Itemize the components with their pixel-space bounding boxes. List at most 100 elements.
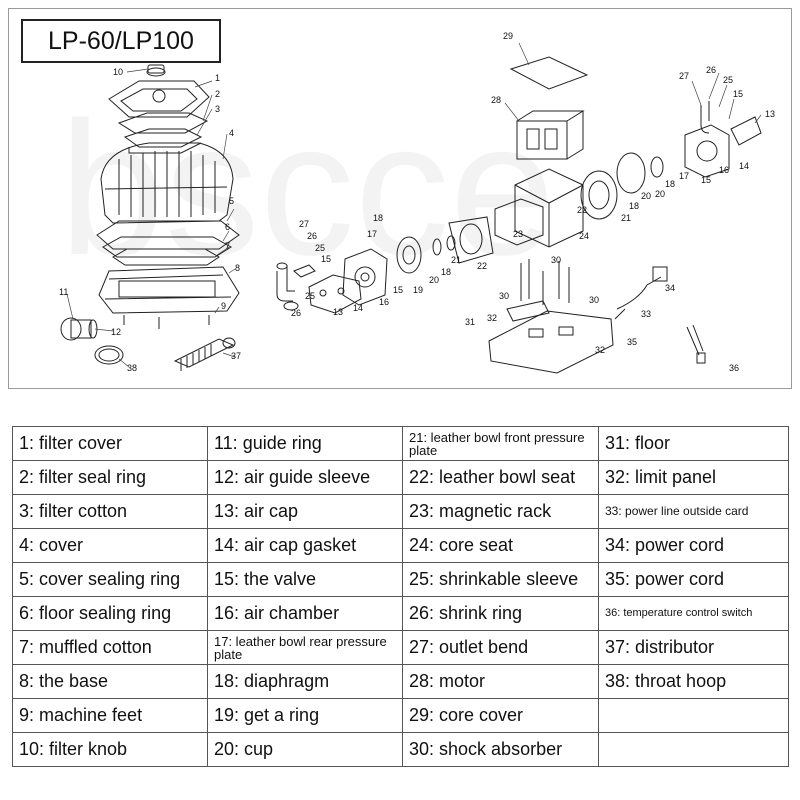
callout-20: 20 bbox=[429, 275, 439, 285]
part-cell: 35: power cord bbox=[598, 562, 789, 597]
part-cell: 25: shrinkable sleeve bbox=[402, 562, 599, 597]
part-cell: 3: filter cotton bbox=[12, 494, 208, 529]
shock-absorber-drawing bbox=[520, 259, 570, 305]
part-cell: 33: power line outside card bbox=[598, 494, 789, 529]
part-cell: 4: cover bbox=[12, 528, 208, 563]
part-cell: 23: magnetic rack bbox=[402, 494, 599, 529]
part-cell: 14: air cap gasket bbox=[207, 528, 403, 563]
cover-drawing bbox=[100, 142, 234, 224]
core-cover-drawing bbox=[509, 56, 589, 90]
callout-15: 15 bbox=[701, 175, 711, 185]
callout-15: 15 bbox=[393, 285, 403, 295]
cover-sealing-ring-drawing bbox=[96, 220, 240, 250]
distributor-drawing bbox=[173, 337, 236, 371]
magnetic-rack-drawing bbox=[494, 198, 544, 246]
throat-hoop-drawing bbox=[94, 345, 124, 365]
callout-20: 20 bbox=[641, 191, 651, 201]
callout-25: 25 bbox=[305, 291, 315, 301]
part-cell: 29: core cover bbox=[402, 698, 599, 733]
part-cell: 19: get a ring bbox=[207, 698, 403, 733]
callout-26: 26 bbox=[291, 308, 301, 318]
callout-26: 26 bbox=[307, 231, 317, 241]
callout-28: 28 bbox=[491, 95, 501, 105]
table-row: 8: the base 18: diaphragm 28: motor 38: … bbox=[12, 664, 789, 699]
callout-33: 33 bbox=[641, 309, 651, 319]
callout-27: 27 bbox=[299, 219, 309, 229]
callout-17: 17 bbox=[367, 229, 377, 239]
callout-30: 30 bbox=[499, 291, 509, 301]
callout-32: 32 bbox=[487, 313, 497, 323]
callout-13: 13 bbox=[333, 307, 343, 317]
part-cell: 16: air chamber bbox=[207, 596, 403, 631]
callout-8: 8 bbox=[235, 263, 240, 273]
callout-15: 15 bbox=[321, 254, 331, 264]
callout-6: 6 bbox=[225, 222, 230, 232]
callout-18: 18 bbox=[441, 267, 451, 277]
callout-1: 1 bbox=[215, 73, 220, 83]
table-row: 9: machine feet 19: get a ring 29: core … bbox=[12, 698, 789, 733]
table-row: 6: floor sealing ring 16: air chamber 26… bbox=[12, 596, 789, 631]
part-cell: 9: machine feet bbox=[12, 698, 208, 733]
part-cell: 30: shock absorber bbox=[402, 732, 599, 767]
callout-19: 19 bbox=[413, 285, 423, 295]
callout-31: 31 bbox=[465, 317, 475, 327]
callout-21: 21 bbox=[451, 255, 461, 265]
part-cell: 7: muffled cotton bbox=[12, 630, 208, 665]
part-cell: 13: air cap bbox=[207, 494, 403, 529]
shrink-ring-drawing bbox=[283, 301, 299, 311]
table-row: 3: filter cotton 13: air cap 23: magneti… bbox=[12, 494, 789, 529]
callout-18: 18 bbox=[629, 201, 639, 211]
parts-list-table: 1: filter cover 11: guide ring 21: leath… bbox=[12, 426, 789, 767]
callout-30: 30 bbox=[589, 295, 599, 305]
floor-plate-drawing bbox=[488, 300, 614, 374]
right-chamber-drawing bbox=[580, 101, 762, 220]
table-row: 1: filter cover 11: guide ring 21: leath… bbox=[12, 426, 789, 461]
callout-29: 29 bbox=[503, 31, 513, 41]
callout-2: 2 bbox=[215, 89, 220, 99]
callout-20: 20 bbox=[655, 189, 665, 199]
machine-feet-drawing bbox=[123, 315, 210, 329]
callout-4: 4 bbox=[229, 128, 234, 138]
muffled-cotton-drawing bbox=[112, 248, 220, 266]
table-row: 7: muffled cotton 17: leather bowl rear … bbox=[12, 630, 789, 665]
part-cell: 38: throat hoop bbox=[598, 664, 789, 699]
part-cell: 8: the base bbox=[12, 664, 208, 699]
callout-13: 13 bbox=[765, 109, 775, 119]
callout-26: 26 bbox=[706, 65, 716, 75]
exploded-diagram: LP-60/LP100 bscce bbox=[8, 8, 792, 389]
filter-knob-drawing bbox=[146, 64, 166, 77]
part-cell: 21: leather bowl front pressure plate bbox=[402, 426, 599, 461]
part-cell: 12: air guide sleeve bbox=[207, 460, 403, 495]
callout-25: 25 bbox=[315, 243, 325, 253]
callout-18: 18 bbox=[665, 179, 675, 189]
callout-3: 3 bbox=[215, 104, 220, 114]
callout-37: 37 bbox=[231, 351, 241, 361]
callout-14: 14 bbox=[353, 303, 363, 313]
callout-5: 5 bbox=[229, 196, 234, 206]
callout-24: 24 bbox=[579, 231, 589, 241]
callout-30: 30 bbox=[551, 255, 561, 265]
callout-18: 18 bbox=[373, 213, 383, 223]
callout-22: 22 bbox=[477, 261, 487, 271]
callout-36: 36 bbox=[729, 363, 739, 373]
table-row: 2: filter seal ring 12: air guide sleeve… bbox=[12, 460, 789, 495]
core-seat-drawing bbox=[514, 168, 584, 248]
leader-lines bbox=[66, 42, 762, 368]
floor-sealing-ring-drawing bbox=[102, 236, 232, 258]
motor-drawing bbox=[516, 110, 585, 160]
callout-38: 38 bbox=[127, 363, 137, 373]
callout-25: 25 bbox=[723, 75, 733, 85]
callout-22: 22 bbox=[577, 205, 587, 215]
air-cap-drawing bbox=[308, 274, 362, 314]
part-cell: 27: outlet bend bbox=[402, 630, 599, 665]
part-cell bbox=[598, 732, 789, 767]
part-cell: 15: the valve bbox=[207, 562, 403, 597]
part-cell: 18: diaphragm bbox=[207, 664, 403, 699]
outlet-bend-drawing bbox=[276, 262, 295, 302]
part-cell: 20: cup bbox=[207, 732, 403, 767]
part-cell: 28: motor bbox=[402, 664, 599, 699]
callout-23: 23 bbox=[513, 229, 523, 239]
part-cell: 24: core seat bbox=[402, 528, 599, 563]
callout-21: 21 bbox=[621, 213, 631, 223]
air-chamber-drawing bbox=[342, 248, 388, 306]
